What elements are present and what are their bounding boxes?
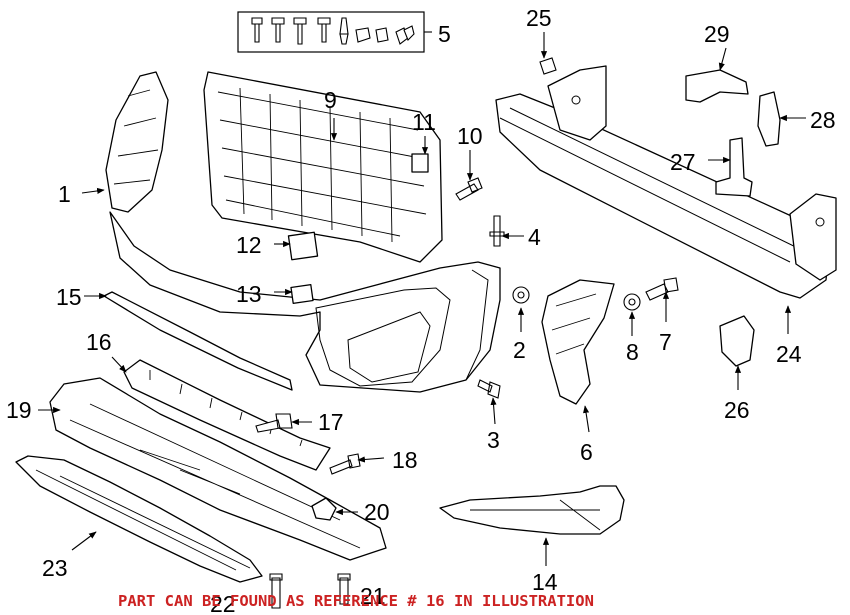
left-bracket-part <box>105 71 169 213</box>
callout-4: 4 <box>528 224 541 250</box>
callout-2: 2 <box>513 337 526 363</box>
callout-5: 5 <box>438 21 451 47</box>
callout-27: 27 <box>670 149 696 175</box>
clip-28-part <box>757 91 781 147</box>
reference-note: PART CAN BE FOUND AS REFERENCE # 16 IN I… <box>118 592 594 610</box>
callout-12: 12 <box>236 232 262 258</box>
callout-17: 17 <box>318 409 344 435</box>
callout-24: 24 <box>776 341 802 367</box>
callout-18: 18 <box>392 447 418 473</box>
cover-12-part <box>287 231 319 261</box>
callout-1: 1 <box>58 181 71 207</box>
leader-lines <box>38 31 806 566</box>
grille-carrier-part <box>203 71 443 263</box>
callout-3: 3 <box>487 427 500 453</box>
bracket-26-part <box>719 315 755 367</box>
callout-19: 19 <box>6 397 32 423</box>
nut-11-part <box>411 153 429 173</box>
callout-20: 20 <box>364 499 390 525</box>
callout-22: 22 <box>210 591 236 615</box>
callout-9: 9 <box>324 87 337 113</box>
lower-spoiler-part <box>439 485 625 535</box>
callout-28: 28 <box>810 107 836 133</box>
callout-26: 26 <box>724 397 750 423</box>
callout-labels: 1 2 3 4 5 6 7 8 9 10 11 12 13 14 15 16 1… <box>6 5 836 615</box>
callout-6: 6 <box>580 439 593 465</box>
skid-plate-part <box>15 455 263 583</box>
callout-16: 16 <box>86 329 112 355</box>
under-shield-part <box>49 377 387 561</box>
callout-29: 29 <box>704 21 730 47</box>
callout-21: 21 <box>360 583 386 609</box>
callout-13: 13 <box>236 281 262 307</box>
reinforcement-beam-part <box>495 65 837 299</box>
lower-grille-part <box>123 359 331 471</box>
callout-25: 25 <box>526 5 552 31</box>
bracket-29-part <box>685 69 749 103</box>
fastener-hardware <box>255 57 679 609</box>
callout-15: 15 <box>56 284 82 310</box>
callout-8: 8 <box>626 339 639 365</box>
callout-14: 14 <box>532 569 558 595</box>
clip-20-part <box>311 497 337 521</box>
hardware-kit-5 <box>237 11 425 53</box>
callout-7: 7 <box>659 329 672 355</box>
bracket-27-part <box>715 137 753 197</box>
callout-11: 11 <box>412 109 436 135</box>
callout-10: 10 <box>457 123 483 149</box>
molding-strip-part <box>103 291 293 391</box>
cover-13-part <box>290 284 314 304</box>
side-bracket-part <box>541 279 615 405</box>
callout-23: 23 <box>42 555 68 581</box>
